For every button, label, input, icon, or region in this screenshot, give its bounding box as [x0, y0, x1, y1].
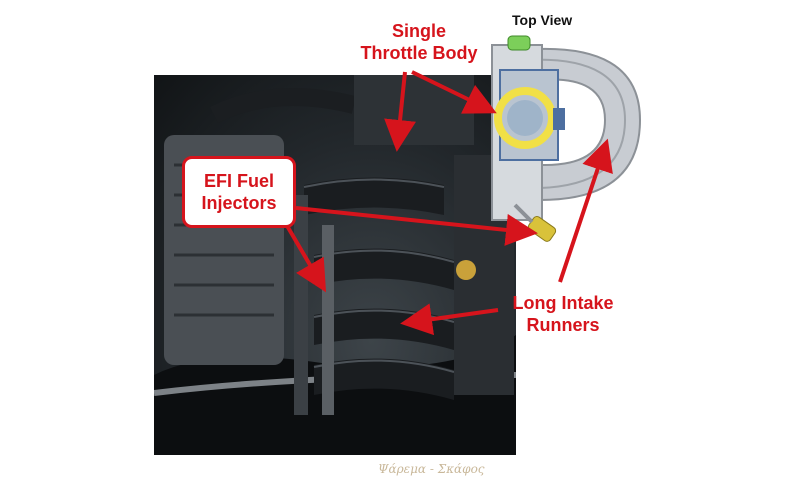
efi-injectors-callout: EFI Fuel Injectors: [182, 156, 296, 228]
engine-photo: [154, 75, 516, 455]
top-view-label: Top View: [512, 12, 573, 28]
arrow-injector-lower: [284, 222, 327, 293]
arrow-runners-to-engine: [400, 303, 499, 336]
intake-runners-label: Long Intake Runners: [498, 292, 628, 336]
arrow-throttle-to-engine: [384, 71, 416, 152]
arrow-injector-upper: [295, 206, 538, 246]
runners-label-line1: Long Intake: [512, 293, 614, 313]
arrow-throttle-to-topview: [411, 70, 497, 114]
efi-label-line2: Injectors: [201, 193, 277, 213]
efi-label-line1: EFI Fuel: [203, 171, 274, 191]
throttle-label-line1: Single: [391, 21, 446, 41]
throttle-body-label: Single Throttle Body: [354, 20, 484, 64]
watermark-text: Ψάρεμα - Σκάφος: [378, 462, 485, 476]
throttle-label-line2: Throttle Body: [360, 43, 478, 63]
runners-label-line2: Runners: [526, 315, 600, 335]
arrow-runners-to-topview: [558, 138, 613, 283]
engine-illustration: [154, 75, 516, 455]
